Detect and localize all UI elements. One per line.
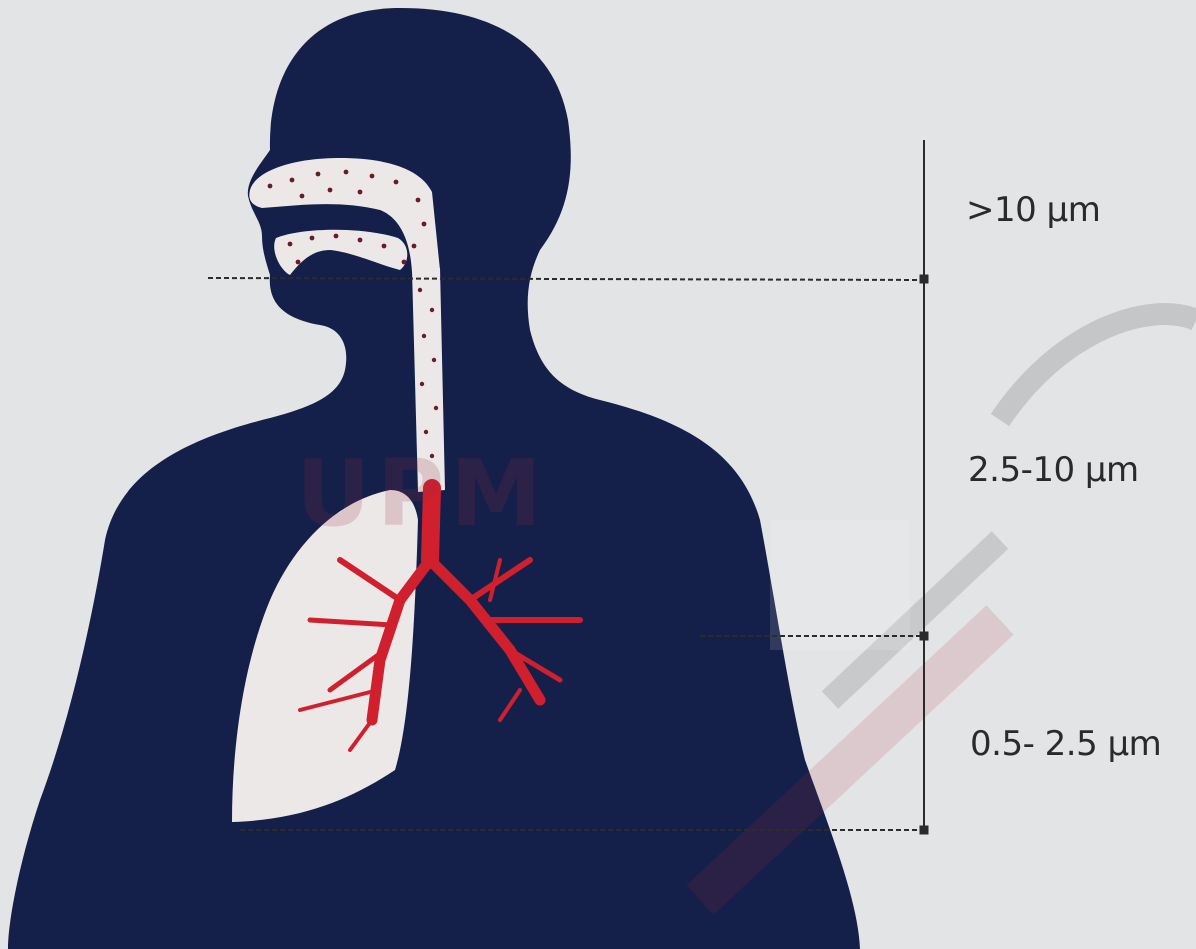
particle-size-label-lower: 0.5- 2.5 µm [970,724,1161,764]
particle-size-label-upper: >10 µm [966,190,1100,230]
particle-size-label-middle: 2.5-10 µm [968,450,1139,490]
watermark-logo-text: UPM [296,440,548,547]
watermark-shapes [700,314,1196,900]
